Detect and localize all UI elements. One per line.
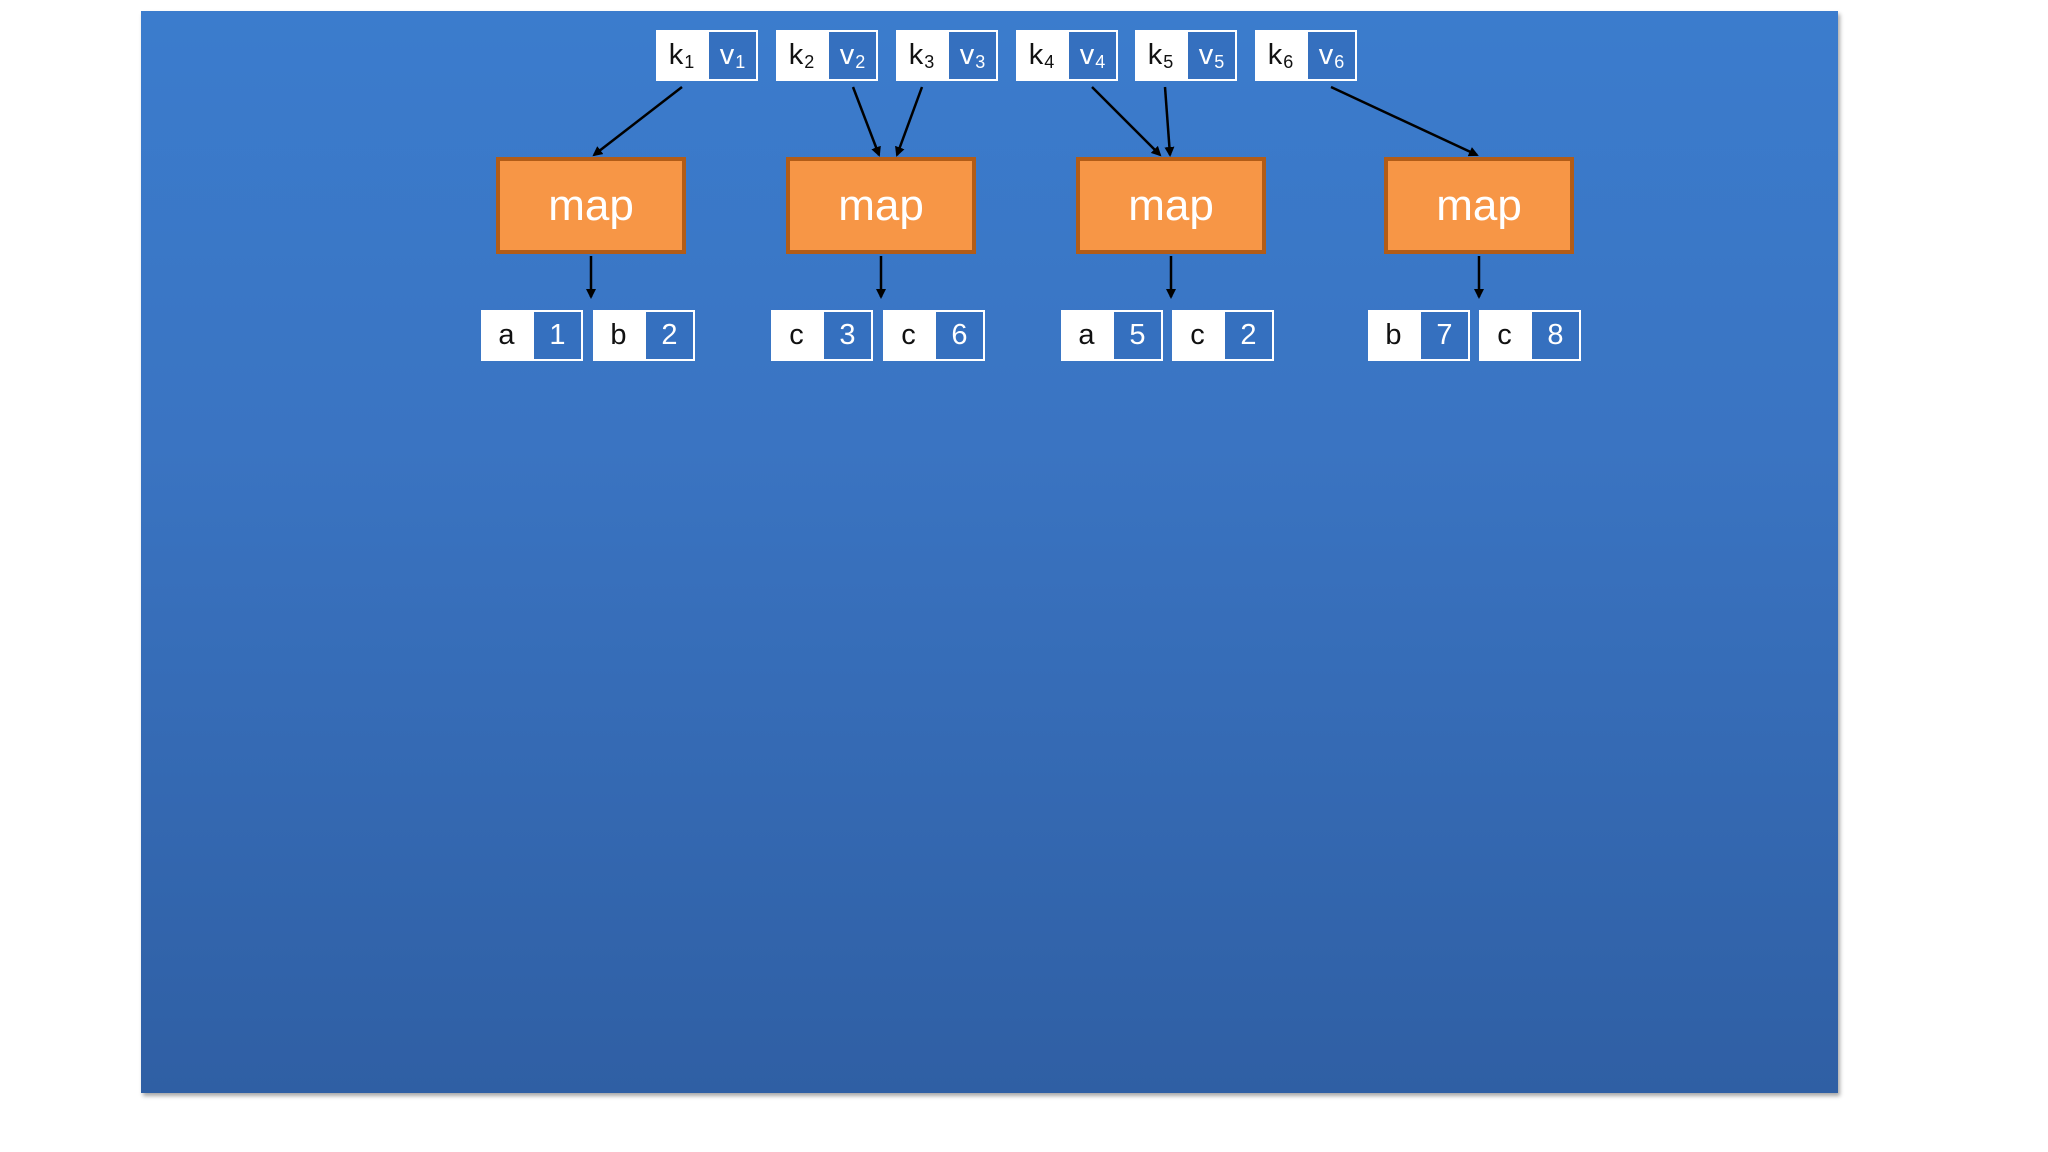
arrow-input3-to-map2 [895,86,924,157]
output-pair-8: c 8 [1479,310,1581,361]
output-value-cell: 6 [934,310,985,361]
map-box-2: map [786,157,976,254]
map-label: map [1436,180,1522,230]
output-pair-7: b 7 [1368,310,1470,361]
output-key-cell: b [593,310,644,361]
output-pair-6: c 2 [1172,310,1274,361]
arrow-input1-to-map1 [592,86,683,157]
output-pair-1: a 1 [481,310,583,361]
arrow-input4-to-map3 [1091,86,1162,157]
output-key-cell: c [1172,310,1223,361]
output-pair-5: a 5 [1061,310,1163,361]
output-value-cell: 8 [1530,310,1581,361]
output-value-cell: 2 [1223,310,1274,361]
arrow-input5-to-map3 [1163,86,1175,157]
output-key-cell: c [1479,310,1530,361]
output-pair-2: b 2 [593,310,695,361]
output-value-cell: 2 [644,310,695,361]
output-value-cell: 3 [822,310,873,361]
output-key-cell: a [1061,310,1112,361]
map-box-4: map [1384,157,1574,254]
output-pair-3: c 3 [771,310,873,361]
map-label: map [838,180,924,230]
arrow-input6-to-map4 [1330,85,1479,157]
arrow-input2-to-map2 [851,86,881,157]
output-key-cell: b [1368,310,1419,361]
output-key-cell: c [883,310,934,361]
output-pair-4: c 6 [883,310,985,361]
map-label: map [548,180,634,230]
output-value-cell: 5 [1112,310,1163,361]
map-box-1: map [496,157,686,254]
map-label: map [1128,180,1214,230]
output-key-cell: a [481,310,532,361]
output-value-cell: 1 [532,310,583,361]
map-box-3: map [1076,157,1266,254]
output-key-cell: c [771,310,822,361]
output-value-cell: 7 [1419,310,1470,361]
